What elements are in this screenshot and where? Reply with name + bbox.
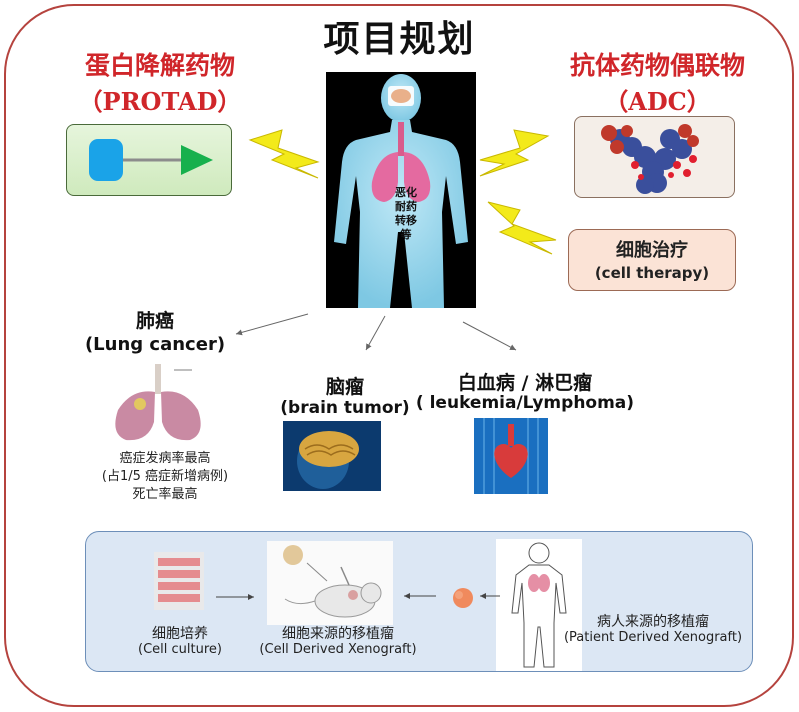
lung-desc-line: 癌症发病率最高 (119, 451, 211, 466)
cdx-label: 细胞来源的移植瘤 (Cell Derived Xenograft) (245, 626, 431, 658)
lung-cancer-en: (Lung cancer) (84, 334, 226, 355)
lung-image (104, 362, 212, 444)
cell-therapy-zh: 细胞治疗 (616, 240, 688, 261)
page-title: 项目规划 (323, 19, 476, 60)
mouse-icon (283, 545, 382, 618)
lung-desc-line: (占1/5 癌症新增病例) (101, 469, 229, 484)
lung-cancer-description: 癌症发病率最高 (占1/5 癌症新增病例) 死亡率最高 (80, 450, 250, 504)
pdx-label: 病人来源的移植瘤 (Patient Derived Xenograft) (560, 614, 746, 646)
human-body-icon (334, 74, 468, 308)
lung-desc-line: 死亡率最高 (132, 487, 198, 502)
adc-title: 抗体药物偶联物 (569, 51, 745, 80)
lungs-icon (115, 364, 201, 441)
human-body-panel (326, 72, 476, 308)
brain-tumor-en: (brain tumor) (280, 398, 410, 418)
leukemia-en: ( leukemia/Lymphoma) (415, 393, 635, 413)
protad-molecule-icon (89, 139, 213, 181)
cell-culture-image (150, 548, 210, 614)
cdx-zh: 细胞来源的移植瘤 (282, 626, 394, 642)
cell-culture-zh: 细胞培养 (152, 626, 208, 642)
cell-therapy-en: (cell therapy) (594, 264, 710, 282)
brain-icon (297, 431, 359, 489)
heart-icon (483, 418, 539, 494)
protad-abbr: （PROTAD） (78, 87, 242, 116)
lightning-icon (487, 201, 557, 255)
human-outline-icon (511, 542, 567, 668)
body-text-line: 转移 (395, 214, 417, 227)
pdx-en: (Patient Derived Xenograft) (563, 630, 743, 645)
brain-image (283, 421, 381, 491)
flask-stack-icon (154, 552, 204, 610)
cell-culture-label: 细胞培养 (Cell culture) (120, 626, 240, 658)
brain-tumor-zh: 脑瘤 (325, 376, 364, 398)
antibody-icon (601, 124, 699, 194)
protad-illustration (66, 124, 232, 196)
cdx-image (267, 541, 393, 625)
tumor-fragment-image (450, 585, 476, 611)
body-text-line: 恶化 (395, 186, 417, 199)
cell-culture-en: (Cell culture) (138, 642, 222, 657)
body-text-line: 等 (400, 228, 412, 241)
protad-title: 蛋白降解药物 (84, 51, 235, 80)
lightning-icon (248, 129, 320, 179)
lightning-icon (479, 129, 550, 177)
outer-frame (4, 4, 794, 707)
tumor-icon (453, 588, 473, 608)
lung-cancer-zh: 肺癌 (135, 310, 174, 332)
blood-image (474, 418, 548, 494)
body-text: 恶化 耐药 转移 等 (386, 186, 426, 242)
pdx-zh: 病人来源的移植瘤 (597, 614, 709, 630)
cdx-en: (Cell Derived Xenograft) (259, 642, 417, 657)
adc-illustration (574, 116, 735, 198)
patient-image (496, 539, 582, 671)
cell-therapy-box: 细胞治疗 (cell therapy) (568, 229, 736, 291)
body-text-line: 耐药 (395, 200, 417, 213)
leukemia-zh: 白血病 / 淋巴瘤 (457, 372, 593, 394)
adc-abbr: （ADC） (604, 87, 711, 116)
